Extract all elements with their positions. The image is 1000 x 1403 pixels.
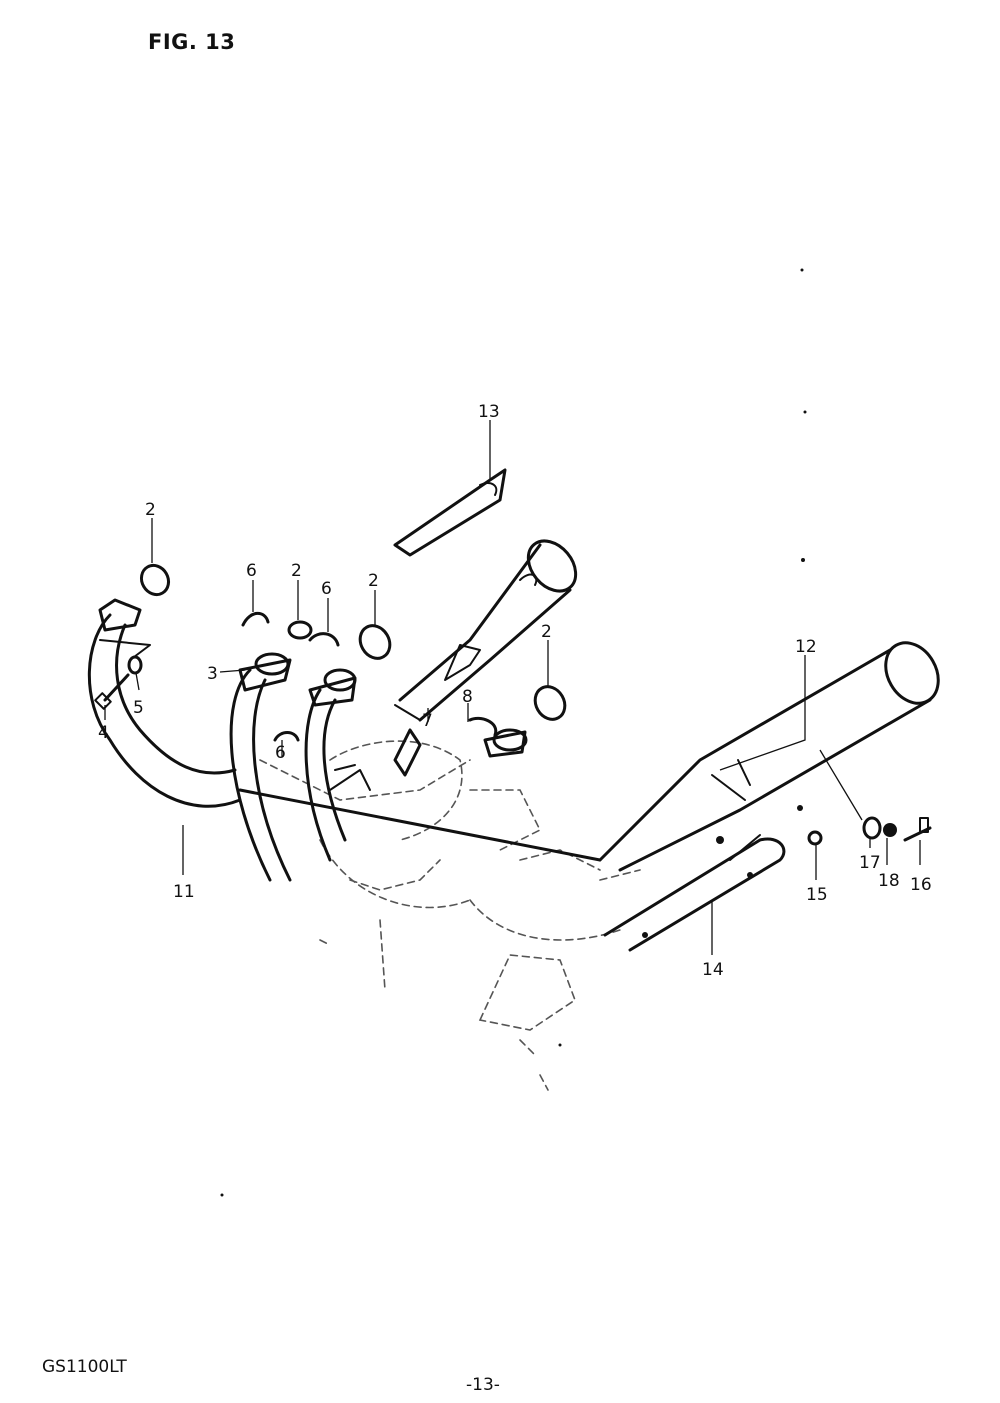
callout-18: 18	[878, 871, 900, 891]
callout-6a: 6	[246, 561, 257, 581]
engine-ghost-outline	[259, 740, 641, 1091]
nut-18	[883, 823, 897, 837]
callout-8: 8	[462, 687, 473, 707]
callout-7: 7	[422, 711, 433, 731]
callout-4: 4	[98, 723, 109, 743]
callout-2a: 2	[145, 500, 156, 520]
pipe-clamp-3	[238, 652, 292, 692]
washer-5	[127, 655, 143, 675]
bracket-7	[329, 728, 422, 791]
muffler-12	[598, 641, 940, 872]
leader-lines	[104, 420, 921, 955]
callout-6b: 6	[321, 579, 332, 599]
callout-6c: 6	[275, 743, 286, 763]
bolt-15	[807, 830, 823, 846]
callout-17: 17	[859, 853, 881, 873]
callout-13: 13	[478, 402, 500, 422]
heat-shield-14	[603, 834, 786, 952]
callout-2c: 2	[368, 571, 379, 591]
callout-labels: 2 6 2 6 2 2 13 12 3 4 5 6 7 8 11 14 15 1…	[98, 402, 932, 980]
callout-16: 16	[910, 875, 932, 895]
callout-12: 12	[795, 637, 817, 657]
heat-shield-13	[393, 468, 507, 557]
bolt-16	[903, 817, 932, 842]
exhaust-pipe-b	[229, 668, 292, 882]
half-ring-6-a	[241, 611, 270, 627]
pipe-clamp-8	[468, 716, 528, 758]
gasket-2-a	[139, 563, 171, 597]
washer-17	[862, 816, 882, 840]
callout-14: 14	[702, 960, 724, 980]
exhaust-pipe-11	[87, 613, 602, 862]
figure-title: FIG. 13	[148, 30, 236, 54]
pipe-clamp-mid	[308, 668, 357, 707]
model-code: GS1100LT	[42, 1357, 127, 1377]
bolt-4	[94, 673, 130, 710]
page-number: -13-	[466, 1375, 500, 1395]
gasket-2-c	[358, 624, 392, 660]
pipe-clamp-left	[98, 598, 151, 661]
gasket-2-d	[533, 685, 567, 721]
callout-15: 15	[806, 885, 828, 905]
callout-5: 5	[133, 698, 144, 718]
callout-11: 11	[173, 882, 195, 902]
callout-2d: 2	[541, 622, 552, 642]
half-ring-6-b	[308, 632, 340, 647]
callout-3: 3	[207, 664, 218, 684]
exhaust-pipe-c	[304, 688, 347, 862]
callout-2b: 2	[291, 561, 302, 581]
half-ring-6-c	[273, 731, 300, 742]
muffler-upper	[394, 539, 578, 722]
gasket-2-b	[287, 620, 313, 640]
